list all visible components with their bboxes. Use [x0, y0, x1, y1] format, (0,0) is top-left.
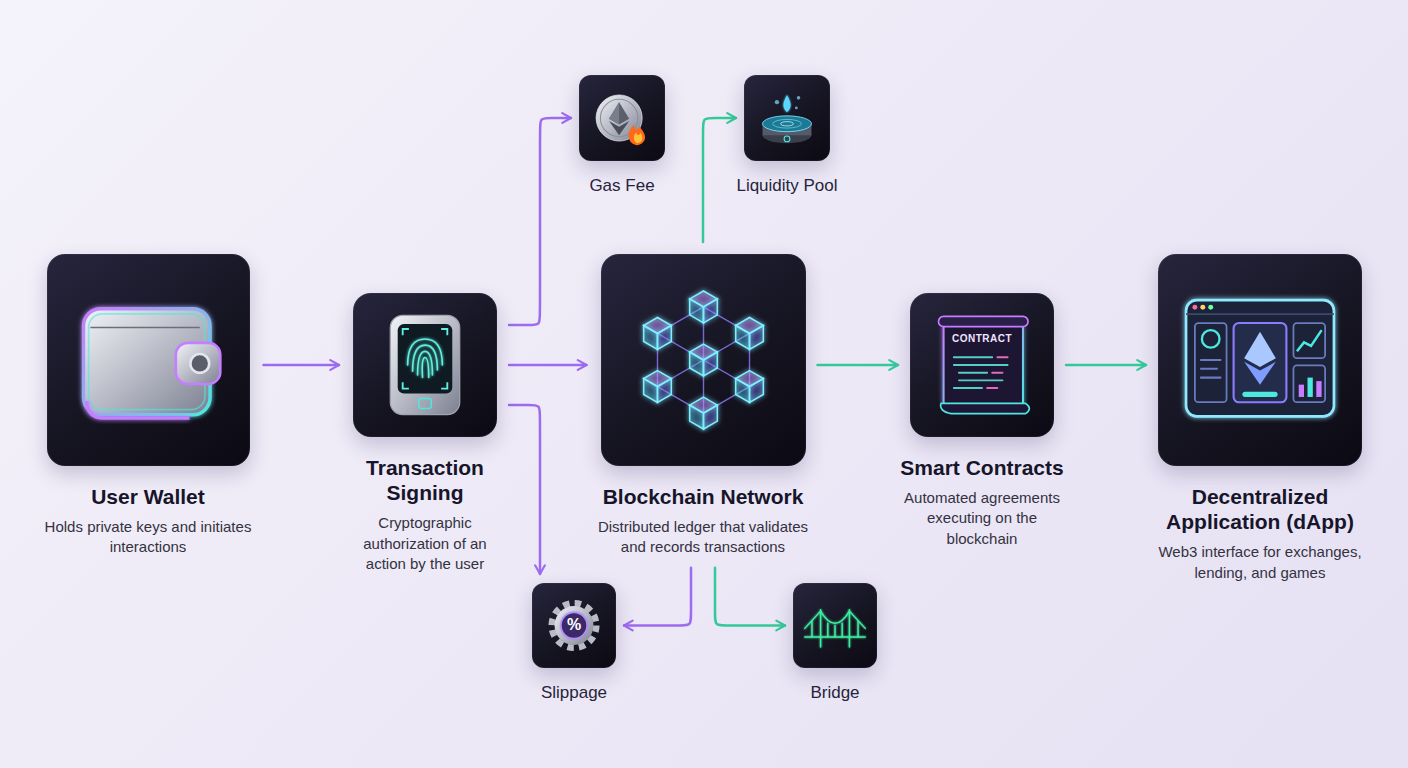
icon-tile [601, 254, 806, 466]
icon-tile [793, 583, 877, 668]
flow-arrow [1066, 364, 1146, 367]
blockchain-node: Blockchain NetworkDistributed ledger tha… [593, 254, 813, 558]
node-icon [63, 270, 234, 450]
flow-arrow [818, 364, 899, 367]
flow-arrow [264, 364, 340, 367]
icon-tile [579, 75, 665, 161]
flow-arrow [509, 118, 571, 325]
node-icon [1172, 268, 1348, 452]
node-title: User Wallet [43, 484, 253, 509]
icon-tile [1158, 254, 1362, 466]
node-title: Bridge [775, 683, 895, 703]
signing-node: Transaction SigningCryptographic authori… [345, 293, 505, 574]
node-icon [615, 268, 792, 452]
icon-tile: % [532, 583, 616, 668]
node-title: Gas Fee [562, 176, 682, 196]
node-icon [751, 82, 823, 154]
node-title: Liquidity Pool [727, 176, 847, 196]
dapp-node: Decentralized Application (dApp) Web3 int… [1158, 254, 1363, 583]
node-description: Automated agreements executing on the bl… [890, 488, 1075, 549]
node-title: Slippage [514, 683, 634, 703]
node-icon [586, 82, 658, 154]
flow-arrow [624, 568, 691, 626]
flow-arrow [703, 118, 736, 242]
node-description: Distributed ledger that validates and re… [593, 517, 813, 558]
slippage-node: % Slippage [514, 583, 634, 703]
icon-tile [353, 293, 497, 437]
node-title: Decentralized Application (dApp) [1158, 484, 1363, 534]
gas-fee-node: Gas Fee [562, 75, 682, 196]
icon-caption: CONTRACT [910, 333, 1054, 345]
node-description: Holds private keys and initiates interac… [43, 517, 253, 558]
icon-symbol: % [532, 615, 616, 635]
node-title: Transaction Signing [345, 455, 505, 505]
node-icon [918, 301, 1046, 429]
node-icon [799, 589, 871, 662]
flow-arrow [715, 568, 785, 626]
node-title: Blockchain Network [593, 484, 813, 509]
node-description: Cryptographic authorization of an action… [345, 513, 505, 574]
flow-arrow [509, 405, 540, 574]
liquidity-node: Liquidity Pool [727, 75, 847, 196]
node-title: Smart Contracts [890, 455, 1075, 480]
icon-tile [744, 75, 830, 161]
node-icon [363, 303, 487, 427]
wallet-node: User WalletHolds private keys and initia… [43, 254, 253, 558]
bridge-node: Bridge [775, 583, 895, 703]
flow-arrow [509, 364, 587, 367]
node-description: Web3 interface for exchanges, lending, a… [1158, 542, 1363, 583]
icon-tile: CONTRACT [910, 293, 1054, 437]
icon-tile [47, 254, 250, 466]
contract-node: CONTRACT Smart ContractsAutomated agreeme… [890, 293, 1075, 549]
